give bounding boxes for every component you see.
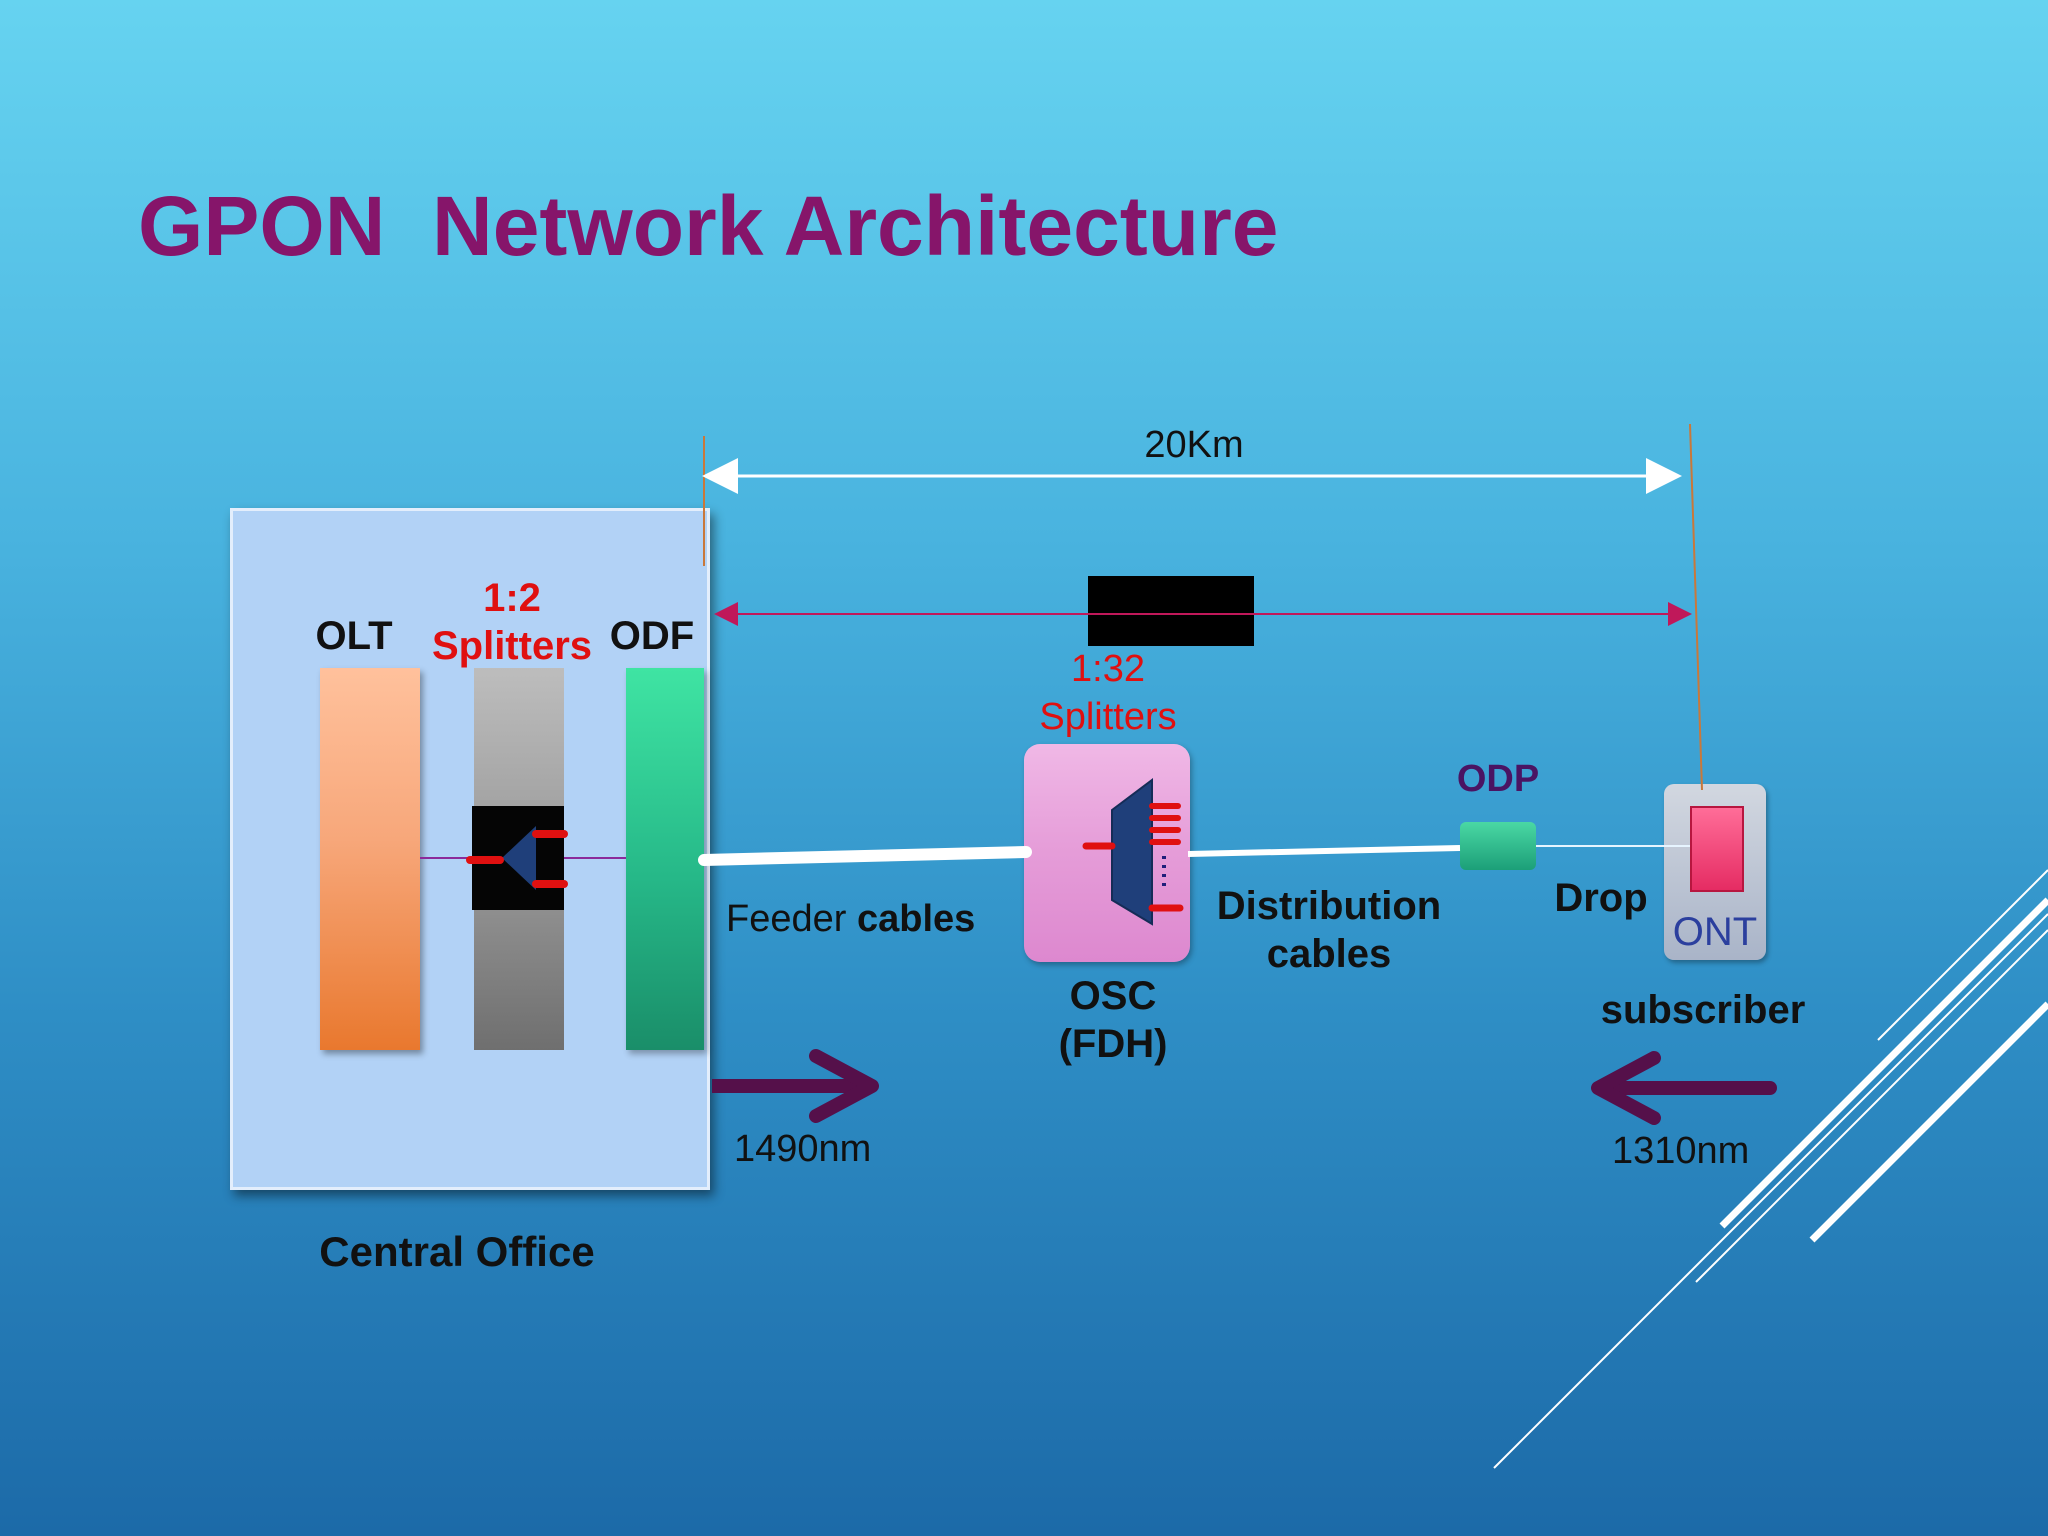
distribution-cables-label-line2: cables — [1266, 932, 1392, 976]
feeder-cables-word: cables — [856, 898, 976, 940]
olt-label: OLT — [315, 614, 393, 658]
decorative-diagonal-lines — [1493, 869, 2048, 1469]
distance-label: 20Km — [1144, 424, 1244, 466]
right-guide-line — [1689, 423, 1703, 791]
drop-label: Drop — [1554, 876, 1648, 920]
feeder-cable — [698, 846, 1032, 866]
splitter-1-2-label: Splitters — [431, 624, 593, 668]
splitter-1-32-ratio: 1:32 — [1071, 648, 1145, 690]
ont-label: ONT — [1672, 910, 1758, 954]
downstream-arrow — [712, 1049, 879, 1123]
odf-label: ODF — [609, 614, 695, 658]
feeder-cables-label: Feeder cables — [726, 898, 975, 941]
odf-rack — [626, 668, 704, 1050]
page-title: GPON Network Architecture — [138, 179, 1279, 273]
odp-box — [1460, 822, 1536, 870]
odp-label: ODP — [1456, 758, 1540, 800]
splitter-1-2-ratio: 1:2 — [483, 576, 541, 620]
downstream-wavelength-label: 1490nm — [734, 1128, 872, 1170]
subscriber-label: subscriber — [1600, 988, 1806, 1032]
distribution-cables-label-line1: Distribution — [1216, 884, 1442, 928]
osc-fdh-cabinet — [1024, 744, 1190, 962]
feeder-word: Feeder — [726, 898, 847, 940]
osc-label: OSC — [1069, 974, 1157, 1018]
distribution-cable — [1187, 845, 1461, 857]
fdh-label: (FDH) — [1058, 1022, 1168, 1066]
olt-rack — [320, 668, 420, 1050]
ont-switch — [1690, 806, 1744, 892]
upstream-arrow — [1591, 1051, 1777, 1125]
splitter-1-32-icon — [1082, 778, 1184, 926]
central-office-label: Central Office — [319, 1228, 595, 1275]
splitter-1-2-icon — [466, 806, 568, 910]
upstream-wavelength-label: 1310nm — [1612, 1130, 1750, 1172]
splitter-1-32-label: Splitters — [1039, 696, 1177, 738]
